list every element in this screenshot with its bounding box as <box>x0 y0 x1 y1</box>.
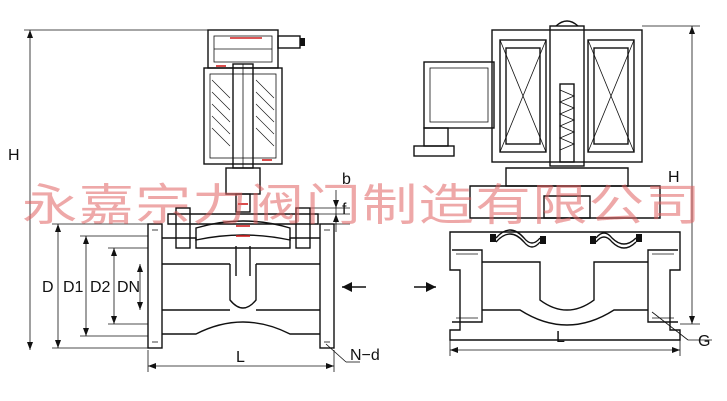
left-dimensions <box>24 29 360 372</box>
left-label-H: H <box>8 147 20 164</box>
right-body <box>449 231 681 341</box>
left-label-DN: DN <box>117 279 140 296</box>
right-flow-arrow <box>414 282 436 292</box>
left-label-D2: D2 <box>90 279 111 296</box>
right-label-H: H <box>668 169 680 186</box>
left-flow-arrow <box>342 282 366 292</box>
right-dimensions <box>449 25 712 356</box>
right-label-L: L <box>556 329 565 346</box>
right-coil <box>491 20 643 167</box>
company-watermark: 永嘉宗力阀门制造有限公司 <box>22 180 702 231</box>
left-body <box>147 223 335 349</box>
left-label-f: f <box>342 201 347 218</box>
left-label-nd: N−d <box>350 347 380 364</box>
left-label-L: L <box>236 349 245 366</box>
left-coil-winding-hatch <box>211 79 275 147</box>
right-label-G: G <box>698 333 710 350</box>
right-valve-view: H L G <box>413 20 712 356</box>
left-label-D: D <box>42 279 54 296</box>
right-junction-box <box>413 61 495 157</box>
left-valve-view: H D D1 D2 DN L b f N−d <box>8 29 380 372</box>
left-coil-cap <box>207 29 305 69</box>
left-label-b: b <box>342 171 351 188</box>
left-label-D1: D1 <box>63 279 84 296</box>
left-coil-body <box>203 63 283 169</box>
